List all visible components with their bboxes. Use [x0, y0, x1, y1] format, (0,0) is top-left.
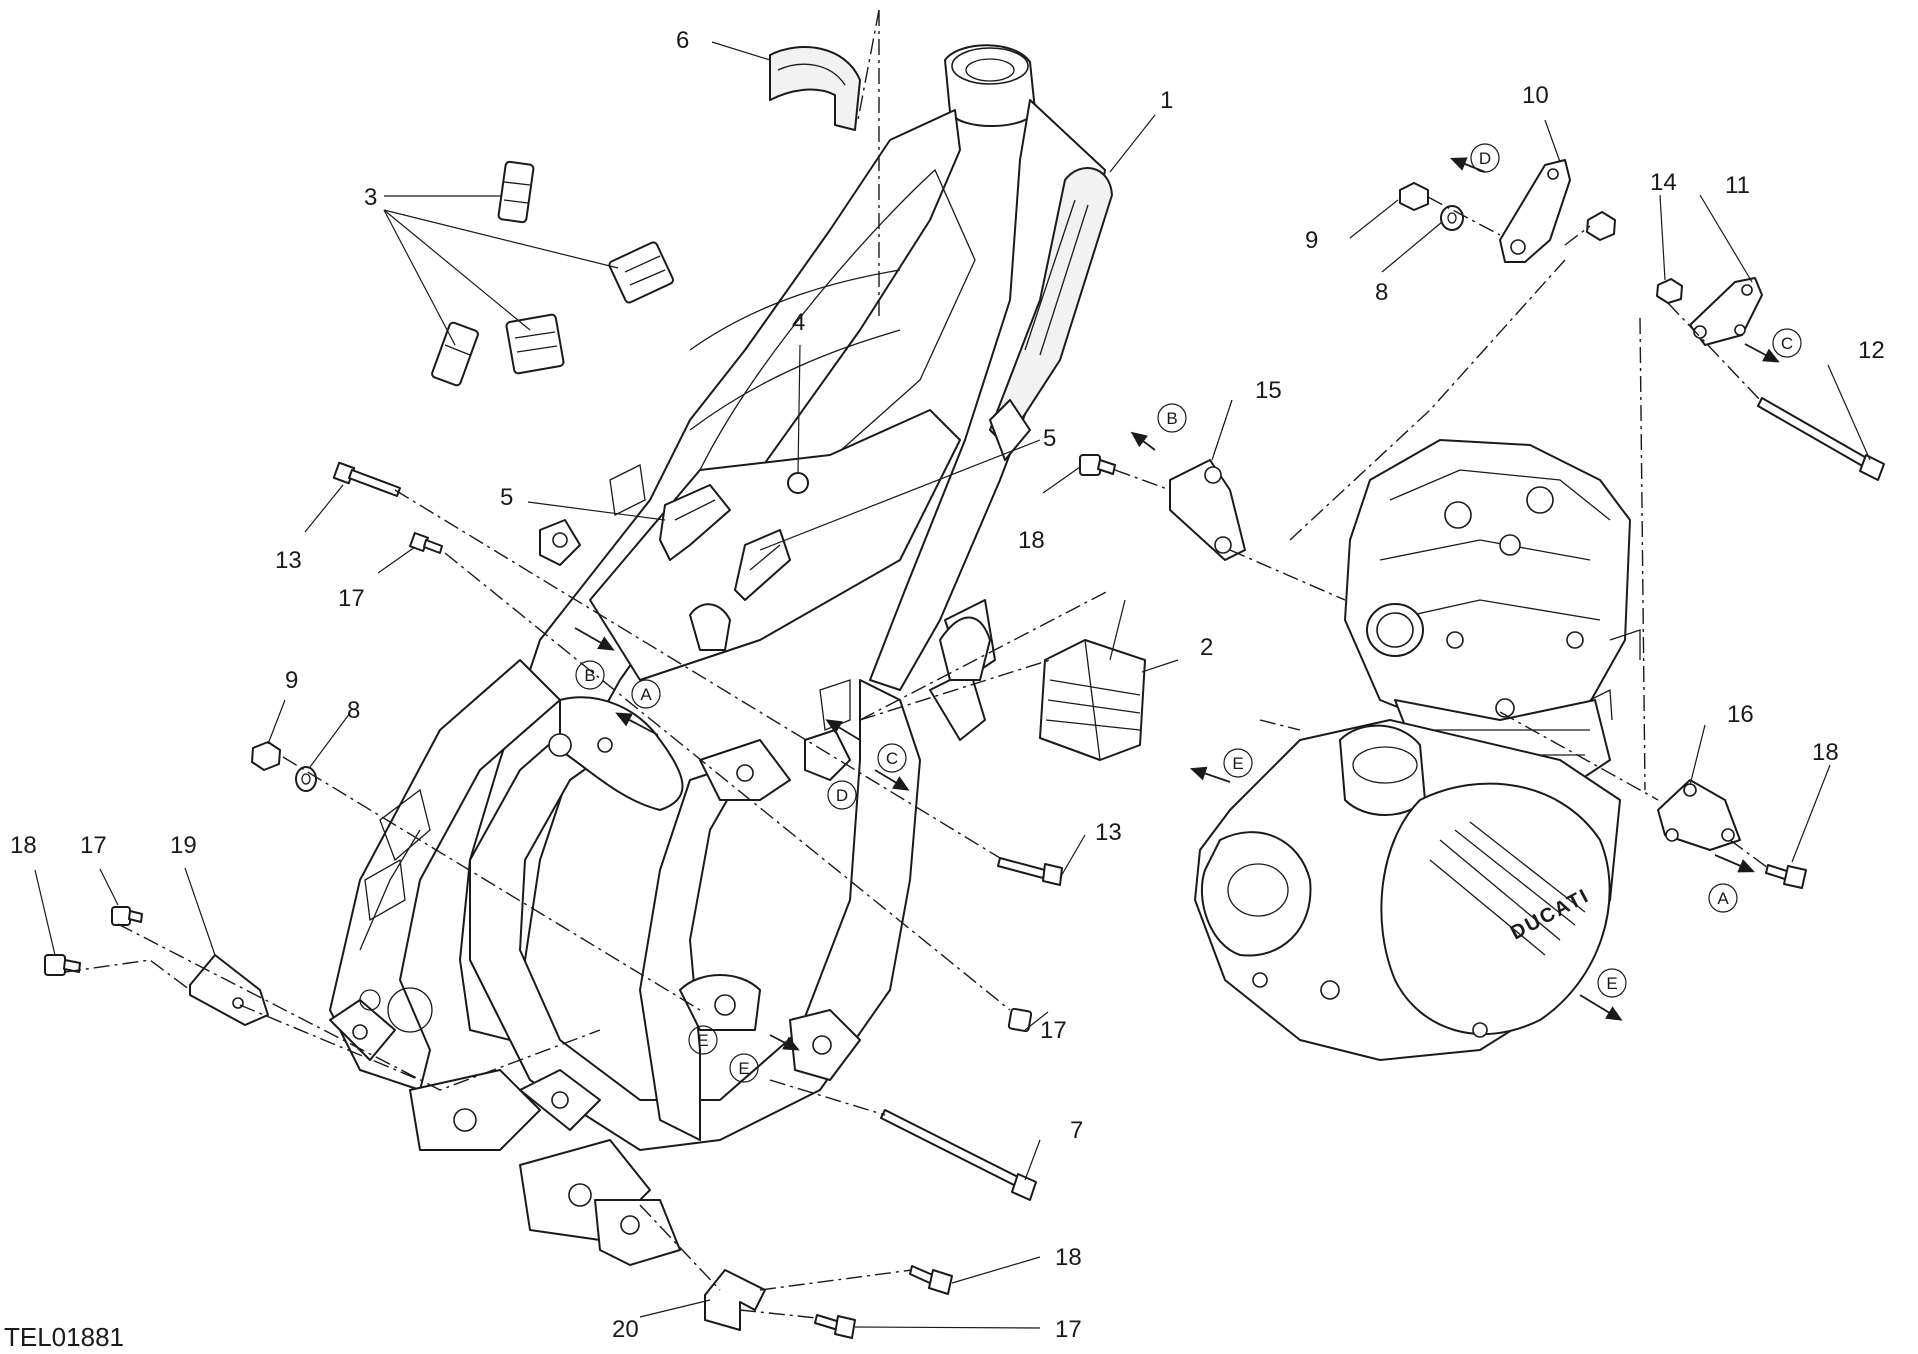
rubber-pad-4 — [787, 472, 809, 494]
leader-lines — [34, 41, 1871, 1329]
svg-text:B: B — [584, 666, 595, 685]
callout-3: 3 — [364, 184, 377, 211]
ref-circle-e-frame-1: E — [688, 1025, 718, 1055]
ref-circle-b-frame: B — [575, 660, 605, 690]
main-frame — [329, 44, 1113, 1266]
callout-17-mid: 17 — [1040, 1017, 1067, 1044]
svg-text:E: E — [738, 1059, 749, 1078]
svg-text:A: A — [1717, 889, 1729, 908]
bolt-18-right — [1765, 864, 1807, 889]
bolt-17-upper — [409, 532, 443, 554]
ref-circle-c-engine: C — [1772, 328, 1802, 358]
callout-7: 7 — [1070, 1117, 1083, 1144]
reference-letters: A A B B C C D D — [575, 143, 1802, 1083]
callout-5-right: 5 — [1043, 425, 1056, 452]
callout-19: 19 — [170, 832, 197, 859]
callout-18-upper-mid: 18 — [1018, 527, 1045, 554]
bracket-20 — [704, 1269, 766, 1331]
svg-text:E: E — [1232, 754, 1243, 773]
callout-5-left: 5 — [500, 484, 513, 511]
cable-clip-5a — [659, 484, 731, 561]
callout-18-left: 18 — [10, 832, 37, 859]
svg-text:E: E — [1606, 974, 1617, 993]
plate-10 — [1499, 159, 1571, 263]
callout-2: 2 — [1200, 634, 1213, 661]
callout-6: 6 — [676, 27, 689, 54]
ref-circle-a-frame: A — [631, 679, 661, 709]
washer-8-left — [295, 766, 317, 792]
callout-13-mid: 13 — [1095, 819, 1122, 846]
bolt-12-long — [1757, 397, 1885, 481]
svg-text:B: B — [1166, 409, 1177, 428]
bolt-7-long — [880, 1109, 1037, 1201]
bolt-17-mid — [1007, 1007, 1033, 1033]
hardware — [44, 159, 1885, 1339]
callout-9-left: 9 — [285, 667, 298, 694]
callout-4: 4 — [792, 309, 805, 336]
callout-14: 14 — [1650, 169, 1677, 196]
callout-16: 16 — [1727, 701, 1754, 728]
callout-18-right: 18 — [1812, 739, 1839, 766]
bracket-16 — [1657, 779, 1741, 851]
callout-8-left: 8 — [347, 697, 360, 724]
svg-text:E: E — [697, 1031, 708, 1050]
frame-small-parts — [659, 472, 809, 651]
direction-arrows — [574, 157, 1780, 1051]
ref-circle-e-engine-2: E — [1597, 968, 1627, 998]
callout-8-right: 8 — [1375, 279, 1388, 306]
ref-circle-b-engine: B — [1157, 403, 1187, 433]
svg-text:D: D — [1479, 149, 1491, 168]
bolt-17-bottom — [814, 1314, 856, 1339]
assembly-axes — [64, 9, 1769, 1319]
bolt-18-bottom — [909, 1265, 953, 1295]
callout-9-right: 9 — [1305, 227, 1318, 254]
callout-20: 20 — [612, 1316, 639, 1343]
part-3-clips — [431, 160, 674, 387]
bolt-13-mid — [997, 857, 1063, 886]
callout-18-bottom: 18 — [1055, 1244, 1082, 1271]
callout-15: 15 — [1255, 377, 1282, 404]
mount-boss — [689, 603, 731, 651]
callout-11: 11 — [1725, 172, 1750, 199]
nut-14-right — [1656, 278, 1683, 304]
callout-10: 10 — [1522, 82, 1549, 109]
ref-circle-d-frame: D — [827, 780, 857, 810]
callout-17-left: 17 — [80, 832, 107, 859]
svg-text:C: C — [886, 749, 898, 768]
washer-8-right — [1440, 205, 1464, 231]
bracket-19 — [189, 954, 269, 1026]
ref-circle-a-engine: A — [1708, 883, 1738, 913]
bolt-18-upper-mid — [1079, 454, 1116, 476]
callout-17-upper: 17 — [338, 585, 365, 612]
svg-text:C: C — [1781, 334, 1793, 353]
ref-circle-e-engine-1: E — [1223, 748, 1253, 778]
part-6-bracket — [769, 46, 861, 131]
nut-9-left — [251, 741, 281, 771]
callout-1: 1 — [1160, 87, 1173, 114]
ref-circle-d-engine: D — [1470, 143, 1500, 173]
svg-text:A: A — [640, 685, 652, 704]
bolt-18-left — [44, 954, 81, 976]
bolt-13-upper — [332, 461, 401, 497]
part-callouts: 1 2 3 4 5 5 6 7 8 8 9 9 10 11 12 13 13 1… — [10, 27, 1885, 1343]
nut-14-upper — [1586, 211, 1616, 241]
callout-12: 12 — [1858, 337, 1885, 364]
bracket-15 — [1169, 459, 1246, 561]
ref-circle-c-frame: C — [877, 743, 907, 773]
part-2-louvre — [1039, 639, 1146, 761]
engine: DUCATI — [1194, 439, 1641, 1061]
callout-17-bottom: 17 — [1055, 1316, 1082, 1343]
ref-circle-e-frame-2: E — [729, 1053, 759, 1083]
svg-text:D: D — [836, 786, 848, 805]
drawing-code: TEL01881 — [4, 1322, 124, 1352]
callout-13-left: 13 — [275, 547, 302, 574]
nut-9-right — [1399, 182, 1429, 211]
bolt-17-left — [111, 906, 143, 926]
